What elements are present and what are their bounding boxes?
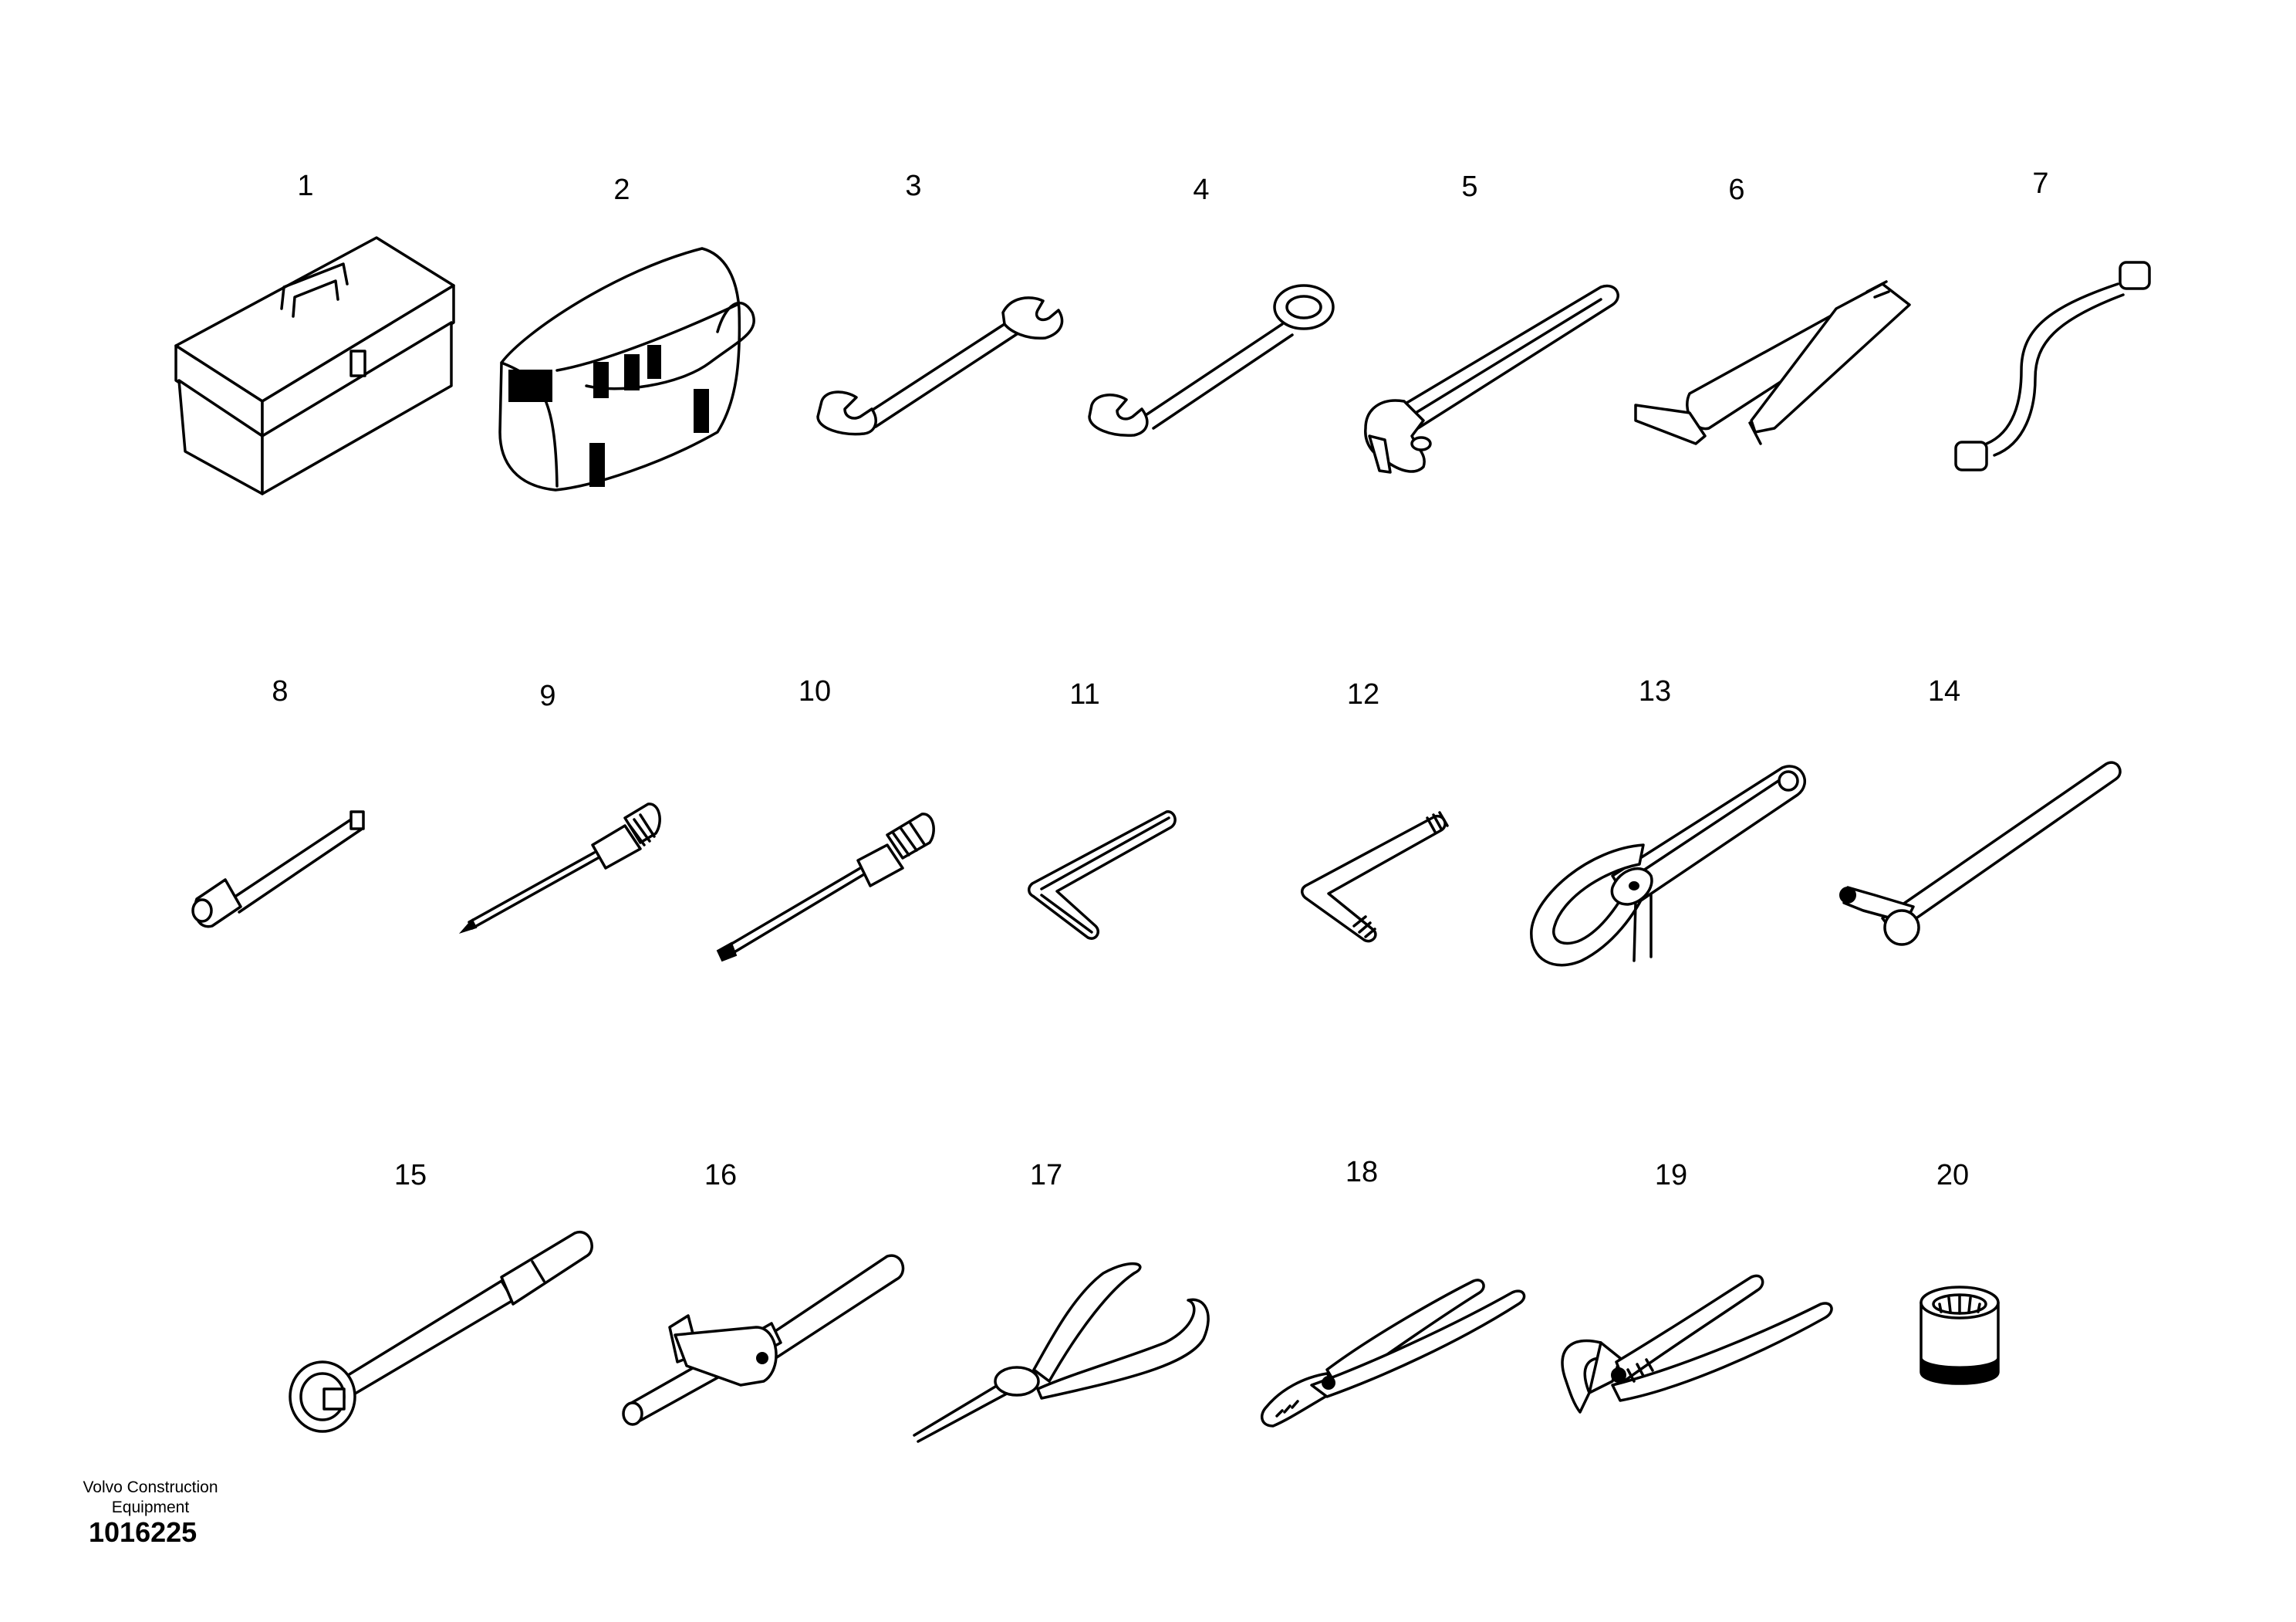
- filter-wrench-icon: [1530, 765, 1806, 967]
- phillips-screwdriver-icon: [458, 803, 661, 934]
- item-label-11: 11: [1069, 678, 1099, 711]
- item-label-20: 20: [1936, 1159, 1969, 1191]
- item-label-15: 15: [394, 1159, 427, 1191]
- item-label-4: 4: [1193, 174, 1209, 206]
- long-nose-pliers-icon: [913, 1262, 1210, 1443]
- slip-joint-pliers-icon: [1260, 1279, 1526, 1428]
- company-name-line2: Equipment: [111, 1499, 190, 1516]
- item-label-3: 3: [905, 170, 921, 202]
- extension-bar-icon: [191, 810, 365, 928]
- grease-gun-icon: [1634, 280, 1911, 445]
- tool-bag-icon: [498, 247, 755, 492]
- item-label-10: 10: [799, 675, 831, 708]
- item-label-12: 12: [1347, 678, 1379, 711]
- adjustable-wrench-icon: [1364, 284, 1619, 474]
- socket-icon: [1920, 1286, 2000, 1385]
- item-label-5: 5: [1461, 171, 1477, 203]
- ratchet-handle-icon: [289, 1230, 593, 1433]
- flat-screwdriver-icon: [716, 813, 935, 962]
- item-label-8: 8: [272, 675, 288, 708]
- company-name-line1: Volvo Construction: [83, 1478, 218, 1496]
- item-label-16: 16: [704, 1159, 737, 1191]
- item-label-9: 9: [539, 680, 555, 712]
- item-label-1: 1: [297, 170, 313, 202]
- item-label-2: 2: [613, 174, 630, 206]
- socket-extension-bar-icon: [1954, 261, 2151, 471]
- toolbox-icon: [174, 236, 455, 495]
- item-label-18: 18: [1346, 1156, 1378, 1188]
- item-label-6: 6: [1728, 174, 1744, 206]
- item-label-14: 14: [1928, 675, 1960, 708]
- item-label-17: 17: [1030, 1159, 1062, 1191]
- item-label-13: 13: [1639, 675, 1671, 708]
- t-handle-icon: [1839, 761, 2122, 946]
- item-label-19: 19: [1655, 1159, 1687, 1191]
- document-number: 1016225: [89, 1516, 198, 1548]
- sliding-t-bar-icon: [622, 1254, 905, 1426]
- water-pump-pliers-icon: [1561, 1274, 1833, 1414]
- item-label-7: 7: [2032, 167, 2048, 200]
- company-credit: Volvo Construction Equipment: [54, 1478, 247, 1518]
- hex-key-icon: [1028, 810, 1177, 940]
- open-end-wrench-icon: [816, 296, 1064, 436]
- combination-wrench-icon: [1088, 284, 1335, 437]
- torx-key-icon: [1301, 811, 1449, 943]
